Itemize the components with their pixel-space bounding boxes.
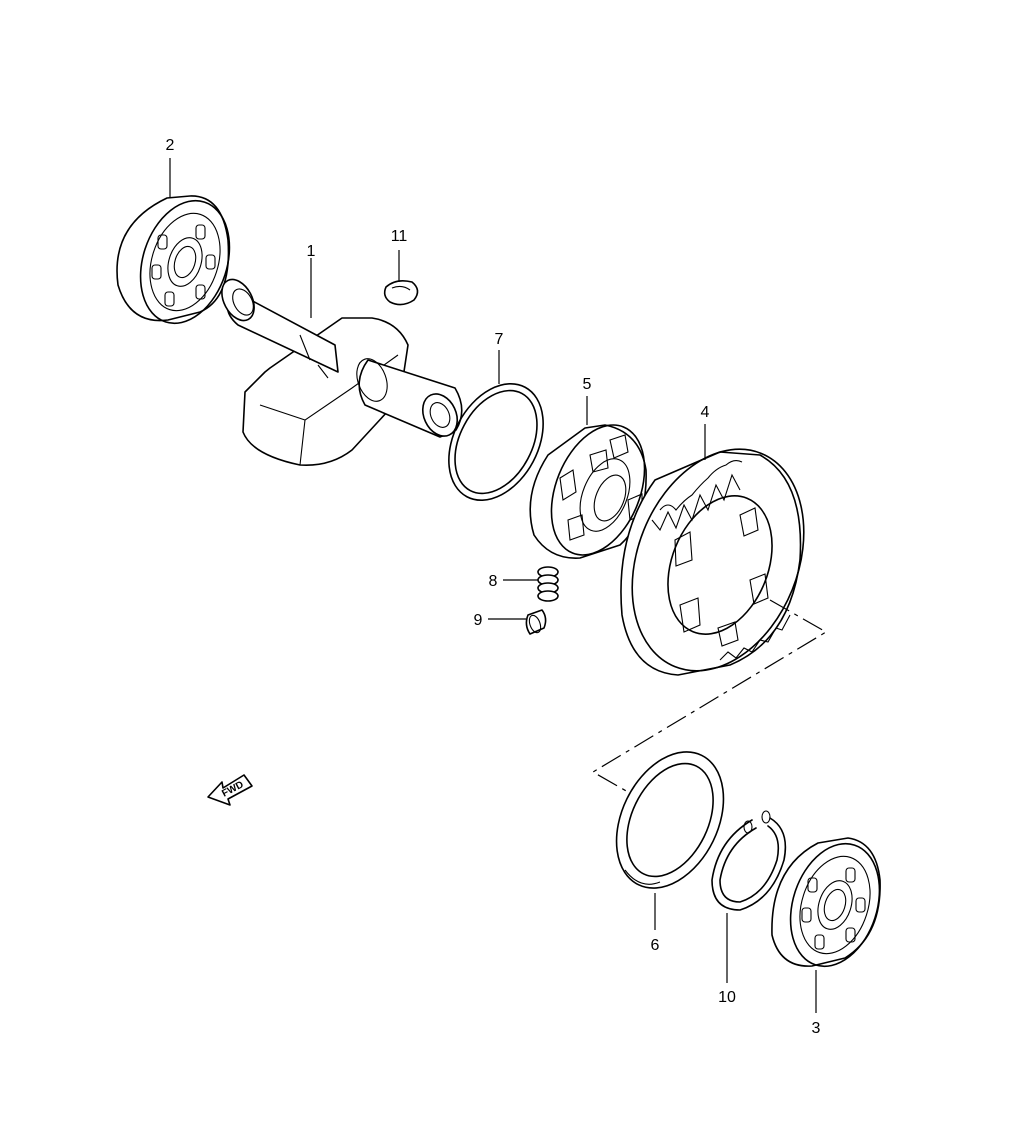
shim-ring-part [448,383,544,501]
bearing-left-part [116,195,231,325]
callout-10: 10 [718,989,736,1006]
pin-part [525,609,547,635]
callout-4: 4 [701,404,710,421]
spring-part [537,566,559,602]
leader-lines [169,158,817,1013]
one-way-clutch-part [529,424,647,559]
callout-2: 2 [166,137,175,154]
callout-11: 11 [391,228,408,245]
gear-part [620,448,805,676]
fwd-direction-arrow: FWD [207,774,253,806]
circlip-part [711,810,787,911]
callout-5: 5 [583,376,592,393]
callout-6: 6 [651,937,660,954]
callout-1: 1 [307,243,316,260]
crankshaft-part [221,278,463,467]
alignment-line [591,599,828,793]
callout-8: 8 [489,573,498,590]
callout-7: 7 [495,331,504,348]
callout-9: 9 [474,612,483,629]
callout-labels: 2 1 11 7 5 4 8 9 6 10 3 [166,137,821,1037]
bearing-right-part [771,837,881,968]
callout-3: 3 [812,1020,821,1037]
washer-part [615,751,725,889]
key-part [383,280,419,306]
